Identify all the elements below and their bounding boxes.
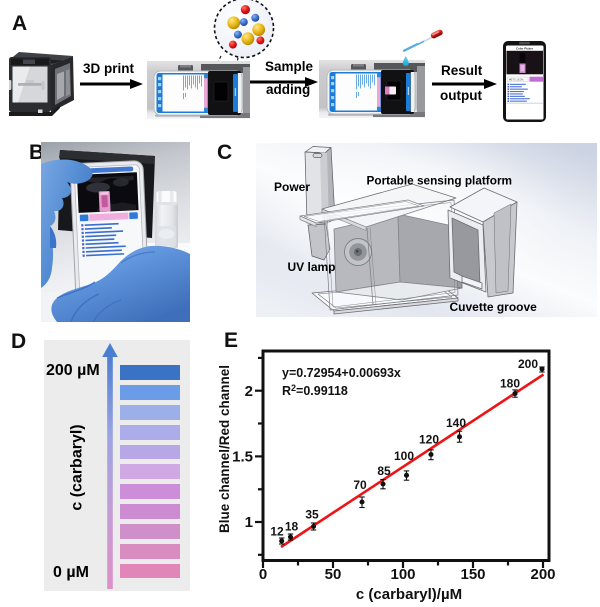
svg-text:Blue channel/Red channel: Blue channel/Red channel <box>217 365 232 533</box>
svg-text:UV lamp: UV lamp <box>288 260 336 274</box>
svg-text:120: 120 <box>419 432 439 446</box>
svg-text:Power: Power <box>274 180 310 194</box>
svg-text:85: 85 <box>377 464 391 478</box>
svg-text:70: 70 <box>353 478 367 492</box>
svg-text:140: 140 <box>446 416 466 430</box>
svg-text:R2=0.99118: R2=0.99118 <box>282 383 348 398</box>
svg-text:1: 1 <box>245 514 253 531</box>
svg-text:2: 2 <box>245 383 253 400</box>
svg-text:Color Picker: Color Picker <box>516 47 534 51</box>
svg-text:100: 100 <box>390 566 415 583</box>
svg-text:1.5: 1.5 <box>232 449 253 466</box>
svg-text:#B75 161%: #B75 161% <box>509 78 524 82</box>
svg-text:12: 12 <box>270 525 284 539</box>
svg-text:0: 0 <box>259 566 267 583</box>
svg-text:35: 35 <box>305 508 319 522</box>
svg-text:Portable sensing platform: Portable sensing platform <box>367 174 513 188</box>
svg-text:180: 180 <box>500 377 520 391</box>
svg-text:c (carbaryl)/µM: c (carbaryl)/µM <box>356 586 462 603</box>
svg-text:50: 50 <box>325 566 342 583</box>
svg-text:18: 18 <box>285 520 299 534</box>
svg-text:200: 200 <box>530 566 555 583</box>
svg-text:y=0.72954+0.00693x: y=0.72954+0.00693x <box>282 366 401 380</box>
svg-text:150: 150 <box>460 566 485 583</box>
svg-text:100: 100 <box>394 449 414 463</box>
svg-text:Cuvette groove: Cuvette groove <box>450 300 538 314</box>
svg-text:200: 200 <box>518 357 538 371</box>
